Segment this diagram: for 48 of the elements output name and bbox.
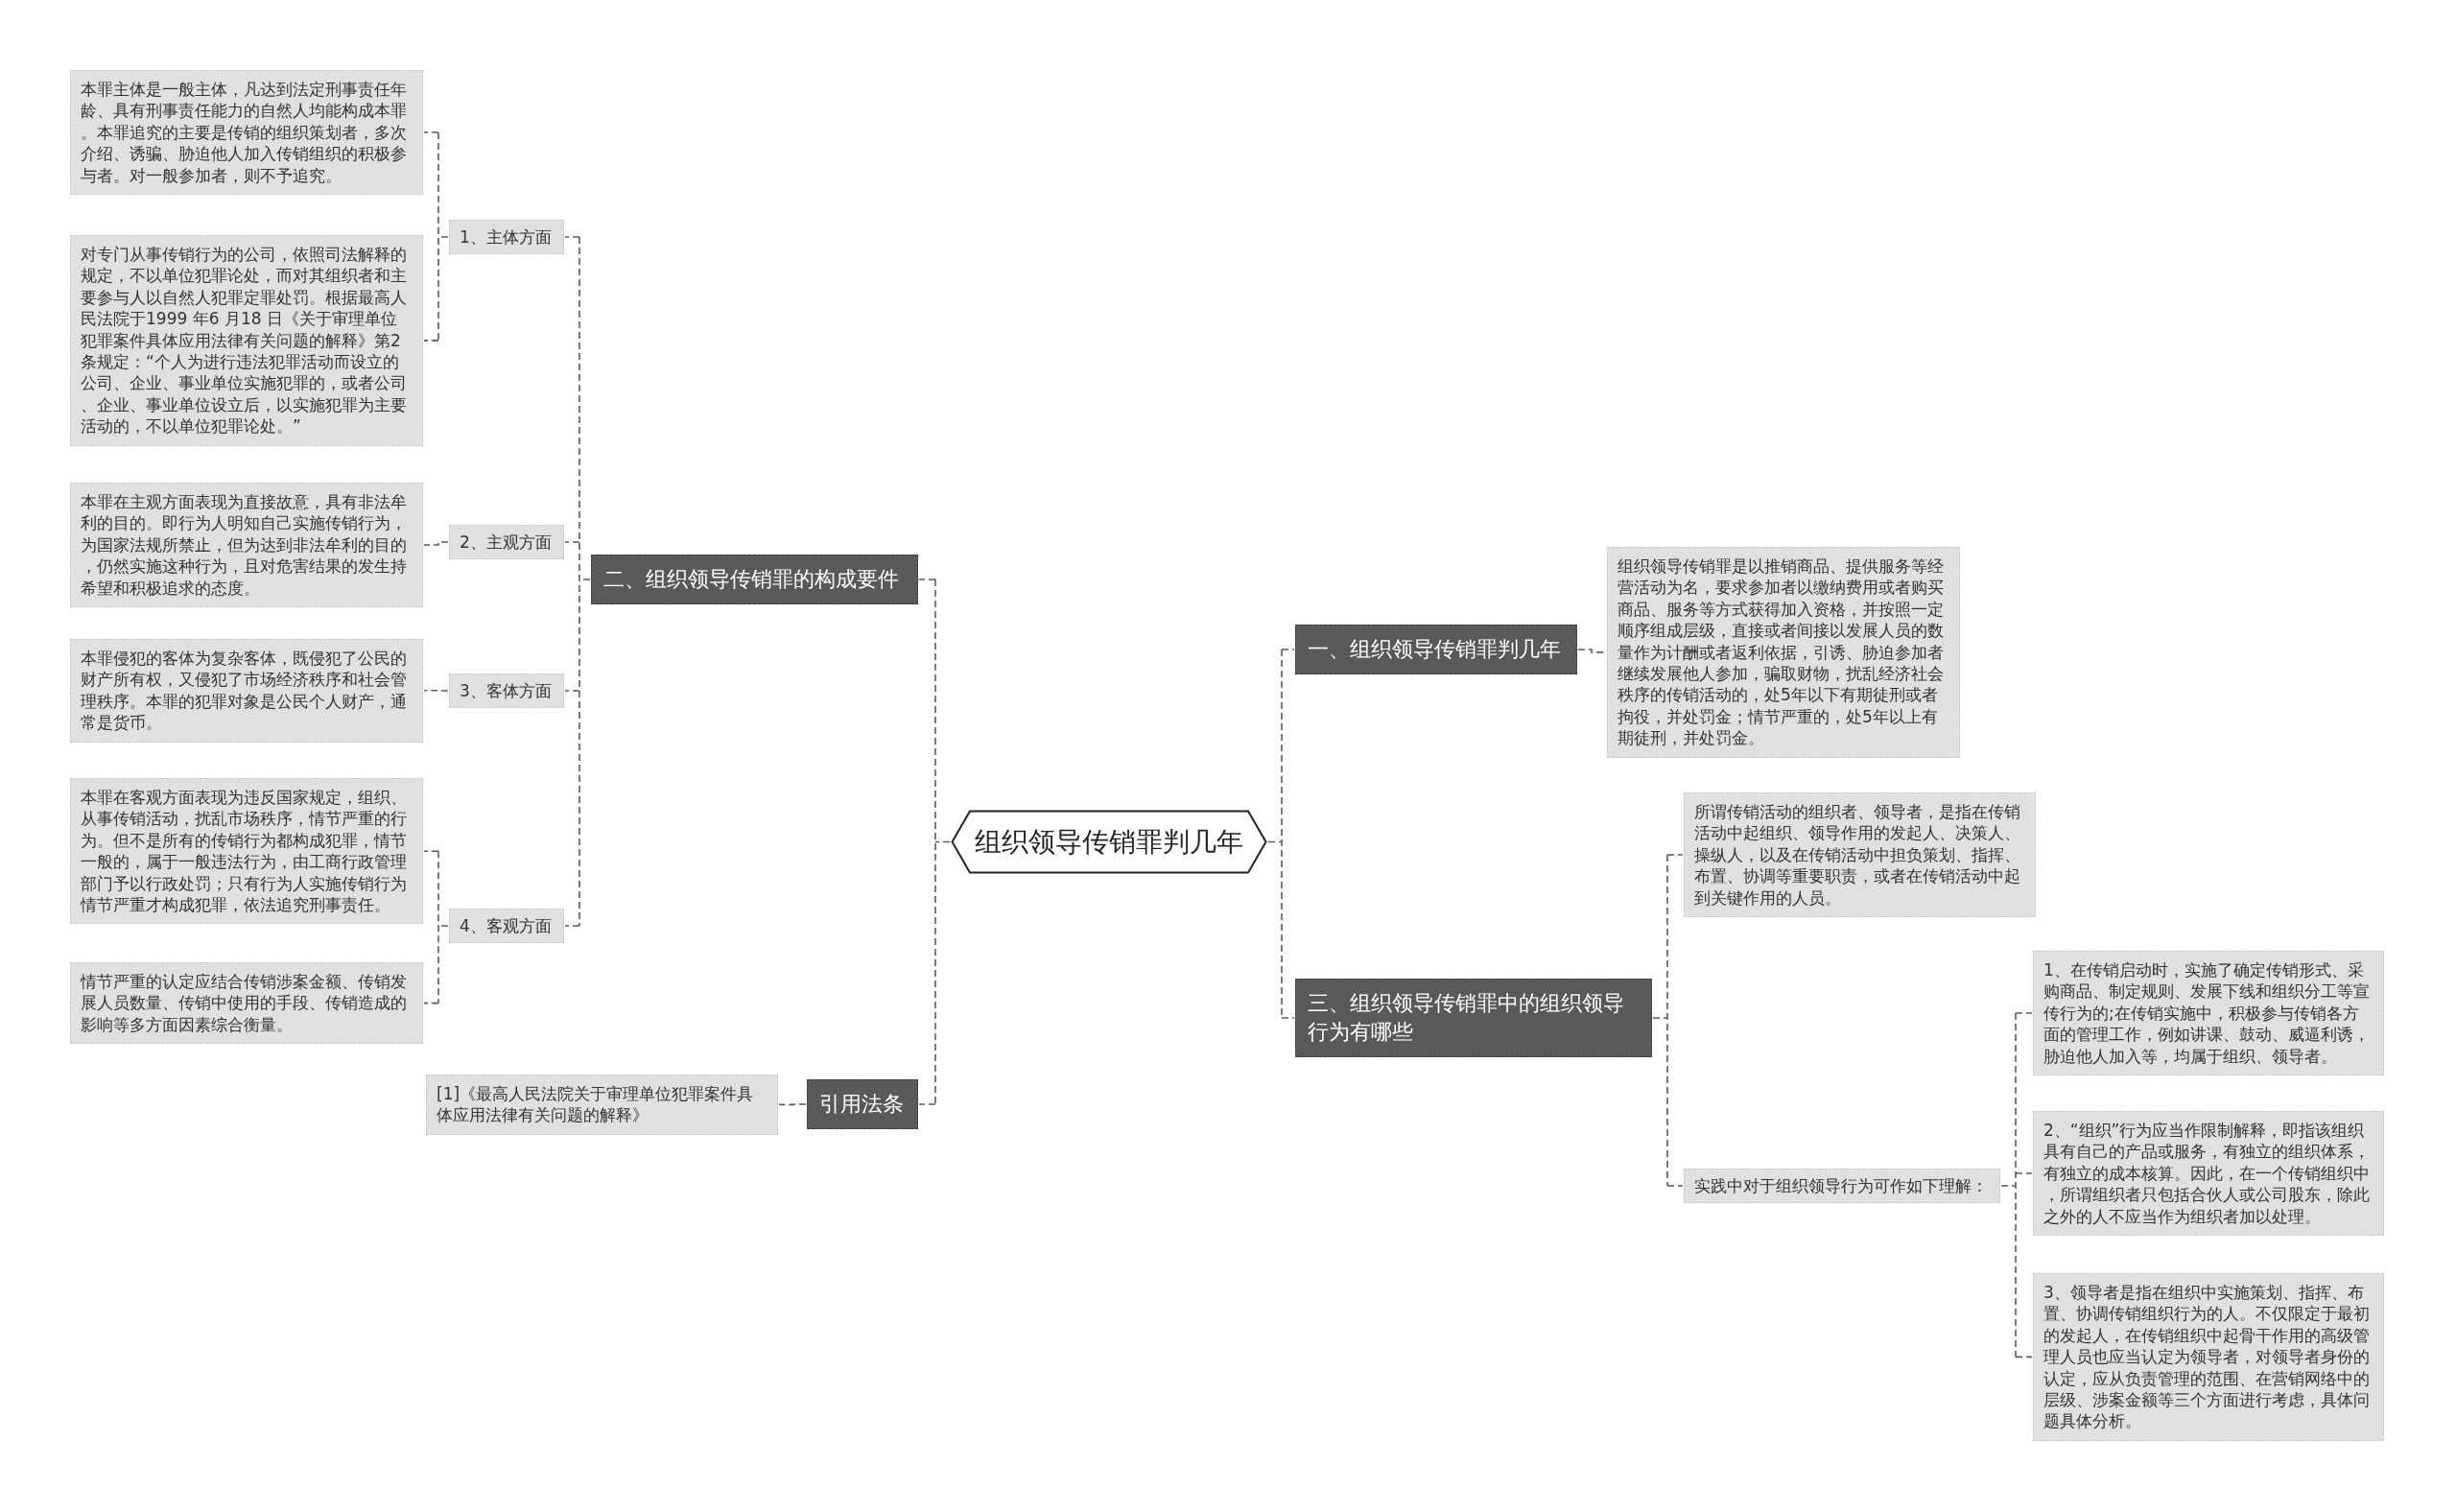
connector-line <box>564 236 580 238</box>
note-card: 本罪主体是一般主体，凡达到法定刑事责任年龄、具有刑事责任能力的自然人均能构成本罪。本罪追究的主要是传销的组织策划者，多次介绍、诱骗、胁迫他人加入传销组织的积极参与者。对一般参加者，则不予追究。 <box>70 70 423 196</box>
connector-line <box>1652 854 1668 1187</box>
connector-line <box>918 1103 936 1105</box>
note-card: 2、“组织”行为应当作限制解释，即指该组织具有自己的产品或服务，有独立的组织体系，有独立的成本核算。因此，在一个传销组织中，所谓组织者只包括合伙人或公司股东，除此之外的人不应当作为组织者加以处理。 <box>2033 1111 2384 1237</box>
connector-line <box>2015 1012 2033 1014</box>
subtopic-tag: 2、主观方面 <box>449 525 564 559</box>
connector-line <box>423 690 449 692</box>
central-topic-hexagon: 组织领导传销罪判几年 <box>951 810 1267 874</box>
subtopic-tag: 3、客体方面 <box>449 673 564 708</box>
note-card: 3、领导者是指在组织中实施策划、指挥、布置、协调传销组织行为的人。不仅限定于最初的发起人，在传销组织中起骨干作用的高级管理人员也应当认定为领导者，对领导者身份的认定，应从负责管理的范围、在营销网络中的层级、涉案金额等三个方面进行考虑，具体问题具体分析。 <box>2033 1273 2384 1441</box>
connector-line <box>564 541 580 543</box>
note-card: [1]《最高人民法院关于审理单位犯罪案件具体应用法律有关问题的解释》 <box>426 1075 778 1135</box>
connector-line <box>1281 1017 1295 1019</box>
branch-topic: 一、组织领导传销罪判几年 <box>1295 625 1577 674</box>
note-card: 1、在传销启动时，实施了确定传销形式、采购商品、制定规则、发展下线和组织分工等宣传行为的;在传销实施中，积极参与传销各方面的管理工作，例如讲课、鼓动、威逼利诱，胁迫他人加入等，均属于组织、领导者。 <box>2033 951 2384 1076</box>
connector-line <box>423 850 439 852</box>
note-card: 情节严重的认定应结合传销涉案金额、传销发展人员数量、传销中使用的手段、传销造成的影响等多方面因素综合衡量。 <box>70 962 423 1045</box>
connector-line <box>2015 1356 2033 1358</box>
connector-line <box>564 925 580 927</box>
connector-line <box>918 579 936 580</box>
connector-line <box>423 541 449 546</box>
branch-topic: 引用法条 <box>807 1079 918 1129</box>
connector-line <box>1281 649 1295 650</box>
note-card: 所谓传销活动的组织者、领导者，是指在传销活动中起组织、领导作用的发起人、决策人、操纵人，以及在传销活动中担负策划、指挥、布置、协调等重要职责，或者在传销活动中起到关键作用的人员。 <box>1684 792 2036 918</box>
note-card: 本罪在客观方面表现为违反国家规定，组织、从事传销活动，扰乱市场秩序，情节严重的行为。但不是所有的传销行为都构成犯罪，情节一般的，属于一般违法行为，由工商行政管理部门予以行政处罚；只有行为人实施传销行为情节严重才构成犯罪，依法追究刑事责任。 <box>70 778 423 925</box>
connector-line <box>2015 1172 2033 1174</box>
connector-line <box>437 850 449 1004</box>
connector-line <box>778 1103 807 1106</box>
branch-topic: 三、组织领导传销罪中的组织领导行为有哪些 <box>1295 979 1652 1057</box>
connector-line <box>579 236 591 927</box>
connector-line <box>564 690 580 692</box>
connector-line <box>2000 1012 2017 1358</box>
connector-line <box>423 1002 439 1004</box>
note-card: 组织领导传销罪是以推销商品、提供服务等经营活动为名，要求参加者以缴纳费用或者购买商品、服务等方式获得加入资格，并按照一定顺序组成层级，直接或者间接以发展人员的数量作为计酬或者返利依据，引诱、胁迫参加者继续发展他人参加，骗取财物，扰乱经济社会秩序的传销活动的，处5年以下有期徒刑或者拘役，并处罚金；情节严重的，处5年以上有期徒刑，并处罚金。 <box>1607 547 1960 758</box>
subtopic-tag: 实践中对于组织领导行为可作如下理解： <box>1684 1169 2000 1203</box>
subtopic-tag: 1、主体方面 <box>449 220 564 254</box>
connector-line <box>934 579 951 1105</box>
note-card: 本罪侵犯的客体为复杂客体，既侵犯了公民的财产所有权，又侵犯了市场经济秩序和社会管理秩序。本罪的犯罪对象是公民个人财产，通常是货币。 <box>70 639 423 743</box>
note-card: 本罪在主观方面表现为直接故意，具有非法牟利的目的。即行为人明知自己实施传销行为，为国家法规所禁止，但为达到非法牟利的目的，仍然实施这种行为，且对危害结果的发生持希望和积极追求的态度。 <box>70 483 423 608</box>
connector-line <box>1666 854 1684 856</box>
connector-line <box>423 340 439 342</box>
subtopic-tag: 4、客观方面 <box>449 909 564 943</box>
connector-line <box>437 131 449 342</box>
connector-line <box>423 131 439 133</box>
connector-line <box>1666 1185 1684 1187</box>
branch-topic: 二、组织领导传销罪的构成要件 <box>591 555 918 604</box>
note-card: 对专门从事传销行为的公司，依照司法解释的规定，不以单位犯罪论处，而对其组织者和主要参与人以自然人犯罪定罪处罚。根据最高人民法院于1999 年6 月18 日《关于审理单位犯罪案件具体应用法律有关问题的解释》第2 条规定：“个人为进行违法犯罪活动而设立的公司、企业、事业单位实施犯罪的，或者公司、企业、事业单位设立后，以实施犯罪为主要活动的，不以单位犯罪论处。” <box>70 235 423 446</box>
